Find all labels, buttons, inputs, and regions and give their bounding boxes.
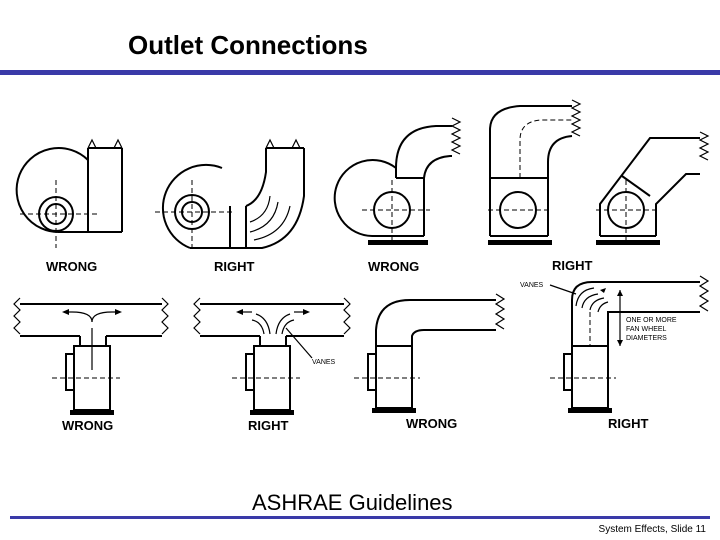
slide-subtitle: ASHRAE Guidelines bbox=[252, 490, 453, 515]
fan-panel-bottom-2: VANES RIGHT bbox=[193, 297, 351, 433]
fan-panel-top-3: WRONG bbox=[333, 117, 462, 274]
panel-label-bottom-1: WRONG bbox=[62, 418, 113, 433]
fan-panel-top-4b bbox=[596, 131, 710, 245]
panel-label-top-1: WRONG bbox=[46, 259, 97, 274]
vanes-callout-1: VANES bbox=[312, 359, 336, 366]
vanes-callout-2: VANES bbox=[520, 282, 544, 289]
diameter-callout-line3: DIAMETERS bbox=[626, 335, 667, 342]
slide-footer: System Effects, Slide 11 bbox=[598, 524, 706, 535]
footer-rule bbox=[10, 516, 710, 519]
slide-title: Outlet Connections bbox=[128, 30, 368, 60]
diameter-callout-line2: FAN WHEEL bbox=[626, 326, 667, 333]
panel-label-top-2: RIGHT bbox=[214, 259, 255, 274]
fan-panel-bottom-1: WRONG bbox=[13, 297, 169, 433]
fan-panel-bottom-4: VANES ONE OR MORE FAN WHEEL DIAMETERS RI… bbox=[520, 275, 710, 431]
fan-panel-top-1: WRONG bbox=[15, 138, 123, 274]
diameter-callout-line1: ONE OR MORE bbox=[626, 317, 677, 324]
panel-label-bottom-4: RIGHT bbox=[608, 416, 649, 431]
fan-panel-bottom-3: WRONG bbox=[354, 293, 506, 431]
panel-label-bottom-3: WRONG bbox=[406, 416, 457, 431]
panel-label-top-3: WRONG bbox=[368, 259, 419, 274]
fan-panel-top-2: RIGHT bbox=[155, 138, 305, 274]
panel-label-top-4: RIGHT bbox=[552, 258, 593, 273]
panel-label-bottom-2: RIGHT bbox=[248, 418, 289, 433]
title-rule bbox=[0, 70, 720, 75]
fan-panel-top-4a bbox=[488, 99, 582, 245]
